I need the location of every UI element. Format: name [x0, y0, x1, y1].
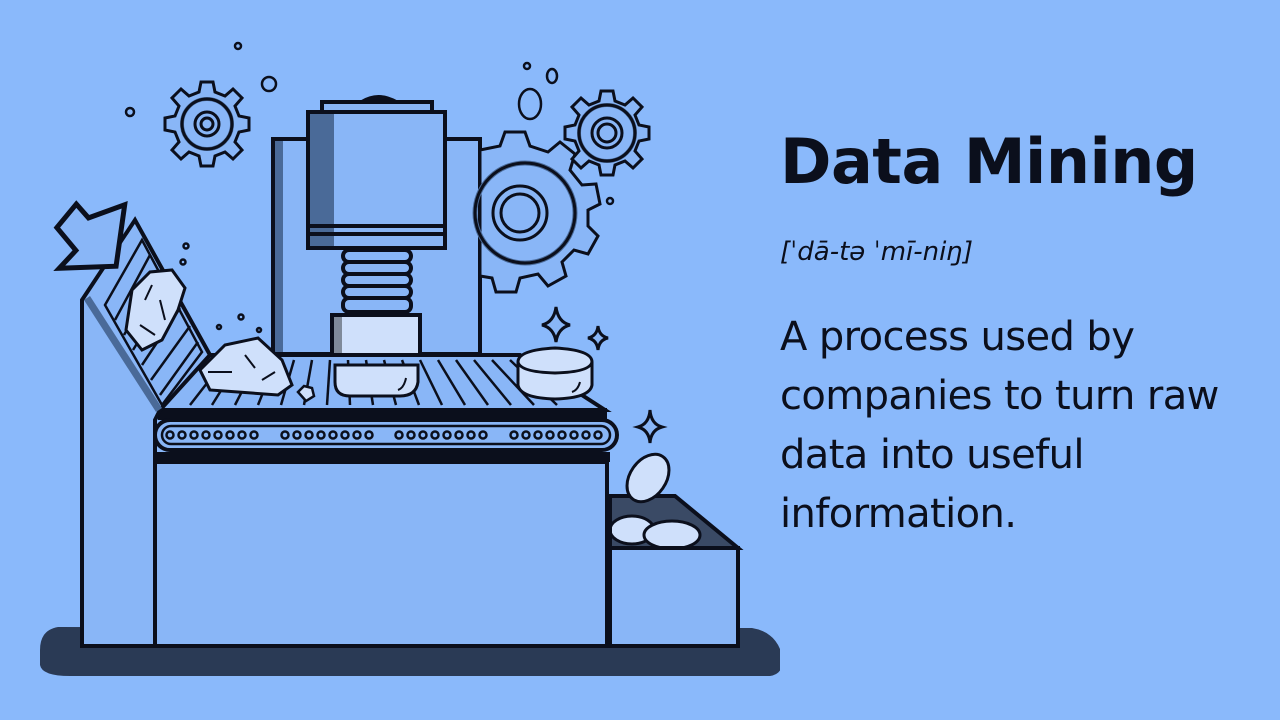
arrow-icon [53, 200, 128, 272]
polished-stone [516, 346, 594, 401]
press-spring [341, 248, 413, 314]
sparkle-icon [541, 306, 668, 444]
rock [198, 336, 294, 397]
pronunciation: [ˈdā-tə ˈmī-niŋ] [780, 237, 973, 267]
definition-panel: Data Mining [ˈdā-tə ˈmī-niŋ] A process u… [780, 118, 1260, 544]
gear-icon [472, 130, 602, 294]
gear-icon [163, 80, 251, 168]
rock-fragment [296, 384, 316, 403]
debris [179, 242, 263, 334]
gear-icon [563, 89, 651, 177]
data-mining-illustration [40, 41, 780, 676]
machine-base [153, 460, 609, 648]
conveyor-rivets [165, 430, 603, 440]
press-head [306, 95, 447, 250]
polished-stone [333, 363, 420, 398]
collection-bin [608, 452, 744, 648]
definition-text: A process used by companies to turn raw … [780, 314, 1219, 537]
page-title: Data Mining [780, 125, 1198, 198]
bubbles [124, 41, 615, 206]
rock [124, 268, 187, 352]
